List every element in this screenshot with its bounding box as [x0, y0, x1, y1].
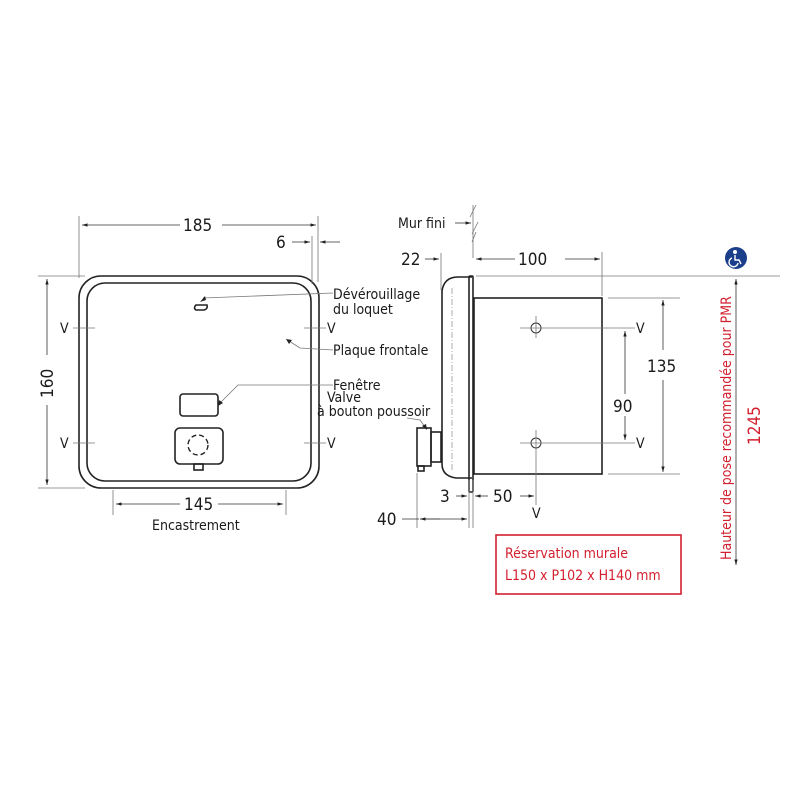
- wall-reservation-box: Réservation murale L150 x P102 x H140 mm: [495, 534, 682, 595]
- pmr-height: Hauteur de pose recommandée pour PMR 124…: [719, 247, 765, 565]
- callouts: Dévérouillage du loquet Plaque frontale …: [200, 287, 431, 430]
- push-button-housing: [174, 427, 224, 465]
- plate-profile: [441, 276, 472, 479]
- window-label: Fenêtre: [333, 378, 381, 394]
- valve-tip: [417, 465, 425, 472]
- side-view: Mur fini V V V 22 100: [377, 204, 780, 530]
- valve-depth-dimension: 40: [377, 510, 396, 530]
- valve-label-2: à bouton poussoir: [317, 404, 431, 420]
- flange-profile: [468, 275, 474, 493]
- valve-side: [416, 427, 432, 467]
- flange-thickness-dimension: 3: [440, 487, 450, 507]
- push-button-icon: [187, 434, 209, 456]
- v-mark: V: [532, 506, 541, 522]
- valve-label: Valve: [327, 390, 361, 406]
- finished-wall-label: Mur fini: [398, 216, 445, 232]
- v-mark: V: [636, 321, 645, 337]
- reservation-dimensions: L150 x P102 x H140 mm: [505, 568, 661, 584]
- pmr-caption: Hauteur de pose recommandée pour PMR: [719, 296, 735, 560]
- front-plate-inner: [86, 282, 312, 482]
- width-dimension: 185: [183, 216, 212, 236]
- latch-release-label: Dévérouillage: [333, 287, 420, 303]
- recess-caption: Encastrement: [152, 518, 240, 534]
- height-dimension: 160: [38, 369, 58, 398]
- v-mark: V: [327, 436, 336, 452]
- valve-nozzle: [193, 463, 204, 471]
- v-mark: V: [636, 436, 645, 452]
- valve-stem: [430, 431, 442, 463]
- body-depth-dimension: 100: [518, 250, 547, 270]
- v-mark: V: [60, 321, 69, 337]
- pmr-height-value: 1245: [745, 406, 765, 445]
- latch-release-icon: [193, 304, 208, 311]
- v-mark: V: [327, 321, 336, 337]
- front-plate-label: Plaque frontale: [333, 343, 429, 359]
- v-mark: V: [60, 436, 69, 452]
- front-view: V V V V 185 6 160 145 Encastrement: [38, 216, 340, 534]
- flange-dimension: 6: [276, 233, 286, 253]
- latch-release-label-2: du loquet: [333, 302, 393, 318]
- hole-offset-dimension: 50: [493, 487, 512, 507]
- body-box: [473, 297, 603, 475]
- reservation-title: Réservation murale: [505, 546, 628, 562]
- hole-spacing-dimension: 90: [613, 397, 632, 417]
- front-depth-dimension: 22: [401, 250, 420, 270]
- window-rect: [179, 393, 219, 417]
- body-height-dimension: 135: [647, 357, 676, 377]
- front-plate-outer: [78, 275, 320, 489]
- recess-dimension: 145: [184, 495, 213, 515]
